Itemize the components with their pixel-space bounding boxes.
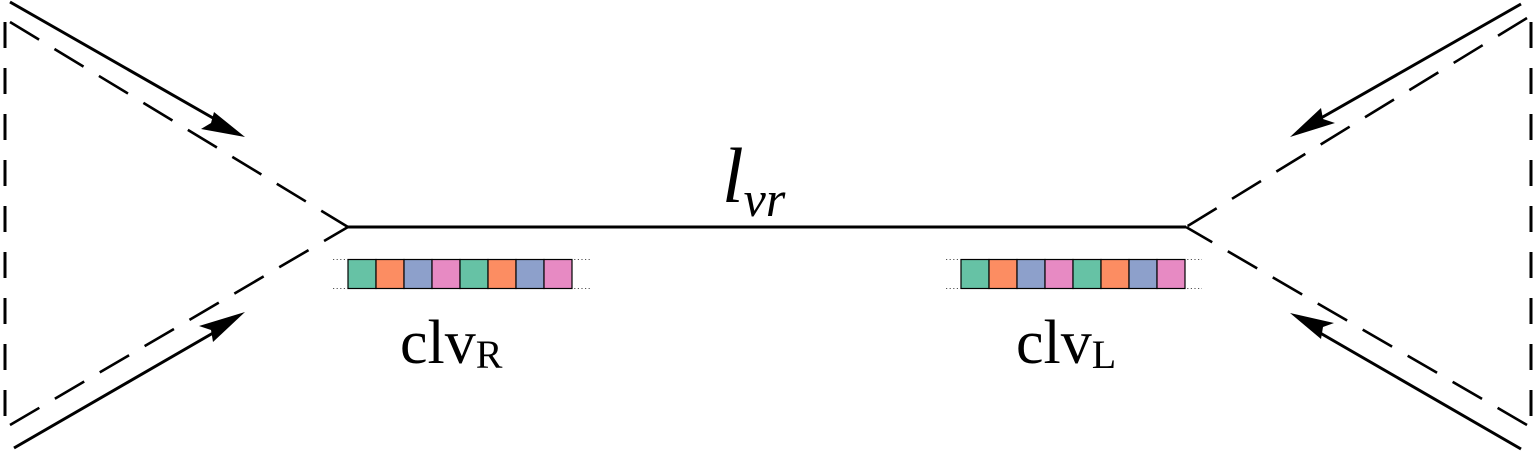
right-vector	[946, 258, 1202, 290]
right-vector-cell	[1128, 258, 1158, 290]
left-vector-label-main: clv	[400, 309, 476, 377]
right-vector-label: clvL	[1016, 309, 1116, 377]
right-top-arrow-icon	[1290, 108, 1335, 137]
branch-label-main: l	[722, 132, 744, 219]
left-top-arrow-icon	[201, 112, 245, 137]
right-bottom-solid-edge	[1314, 328, 1522, 451]
left-bottom-solid-edge	[13, 327, 221, 450]
left-vector	[333, 258, 590, 290]
left-vector-cell	[543, 258, 573, 290]
right-vector-cell	[988, 258, 1018, 290]
left-vector-cell	[375, 258, 405, 290]
right-vector-cell	[1072, 258, 1102, 290]
left-bottom-arrow-icon	[199, 312, 245, 342]
left-vector-label: clvR	[400, 309, 503, 377]
right-vector-cell	[1156, 258, 1186, 290]
left-vector-label-sub: R	[476, 332, 503, 377]
left-bottom-dashed-edge	[9, 225, 349, 427]
left-vector-cells	[347, 258, 573, 290]
left-top-dashed-edge	[9, 20, 349, 229]
right-bottom-arrow-icon	[1290, 313, 1334, 339]
right-vector-cell	[1044, 258, 1074, 290]
right-vector-cell	[1016, 258, 1046, 290]
branch-label-sub: vr	[744, 171, 786, 227]
right-vector-label-sub: L	[1092, 332, 1116, 377]
right-bottom-dashed-edge	[1185, 225, 1528, 427]
right-vector-cells	[960, 258, 1186, 290]
branch-label: lvr	[722, 132, 786, 227]
right-top-solid-edge	[1313, 2, 1522, 124]
right-vector-cell	[1100, 258, 1130, 290]
right-vector-label-main: clv	[1016, 309, 1092, 377]
left-vector-cell	[515, 258, 545, 290]
left-top-solid-edge	[9, 0, 221, 124]
left-vector-cell	[459, 258, 489, 290]
right-vector-cell	[960, 258, 990, 290]
left-vector-cell	[347, 258, 377, 290]
left-vector-cell	[431, 258, 461, 290]
left-vector-cell	[487, 258, 517, 290]
left-vector-cell	[403, 258, 433, 290]
right-top-dashed-edge	[1185, 16, 1528, 229]
